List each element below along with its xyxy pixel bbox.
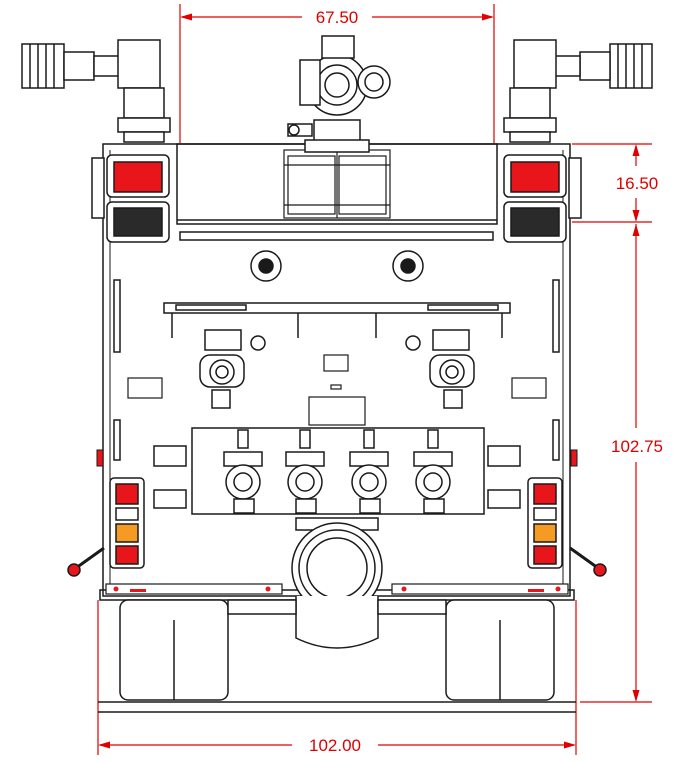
pump-discharge-outlets	[223, 429, 453, 514]
outlet-4	[413, 429, 453, 514]
upper-left-lights	[91, 154, 170, 243]
rear-wheels	[119, 599, 555, 701]
pump-panel	[153, 427, 521, 515]
round-connectors	[250, 250, 424, 282]
dimension-side-height: 102.75	[611, 437, 663, 456]
lower-right-tail-light	[527, 477, 563, 569]
outlet-3	[349, 429, 389, 514]
left-discharge-valve	[199, 329, 266, 409]
side-handles	[67, 449, 607, 577]
bumper-step-plates	[105, 583, 569, 595]
left-turret-nozzle	[21, 39, 171, 143]
dimension-side-upper: 16.50	[616, 174, 659, 193]
rear-intake	[291, 517, 383, 649]
hose-rack-rail	[163, 302, 511, 338]
panel-placards	[127, 354, 547, 426]
right-discharge-valve	[405, 329, 475, 409]
center-turret-monitor	[287, 35, 391, 153]
dimension-bottom-width: 102.00	[309, 736, 361, 755]
outlet-2	[285, 429, 325, 514]
right-turret-nozzle	[503, 39, 653, 143]
ground-line	[98, 701, 576, 713]
upper-right-lights	[503, 154, 582, 243]
dimension-top-width: 67.50	[316, 8, 359, 27]
dimension-annotations	[97, 4, 652, 755]
outlet-1	[223, 429, 263, 514]
upper-storage-box	[283, 149, 391, 219]
lower-left-tail-light	[109, 477, 145, 569]
